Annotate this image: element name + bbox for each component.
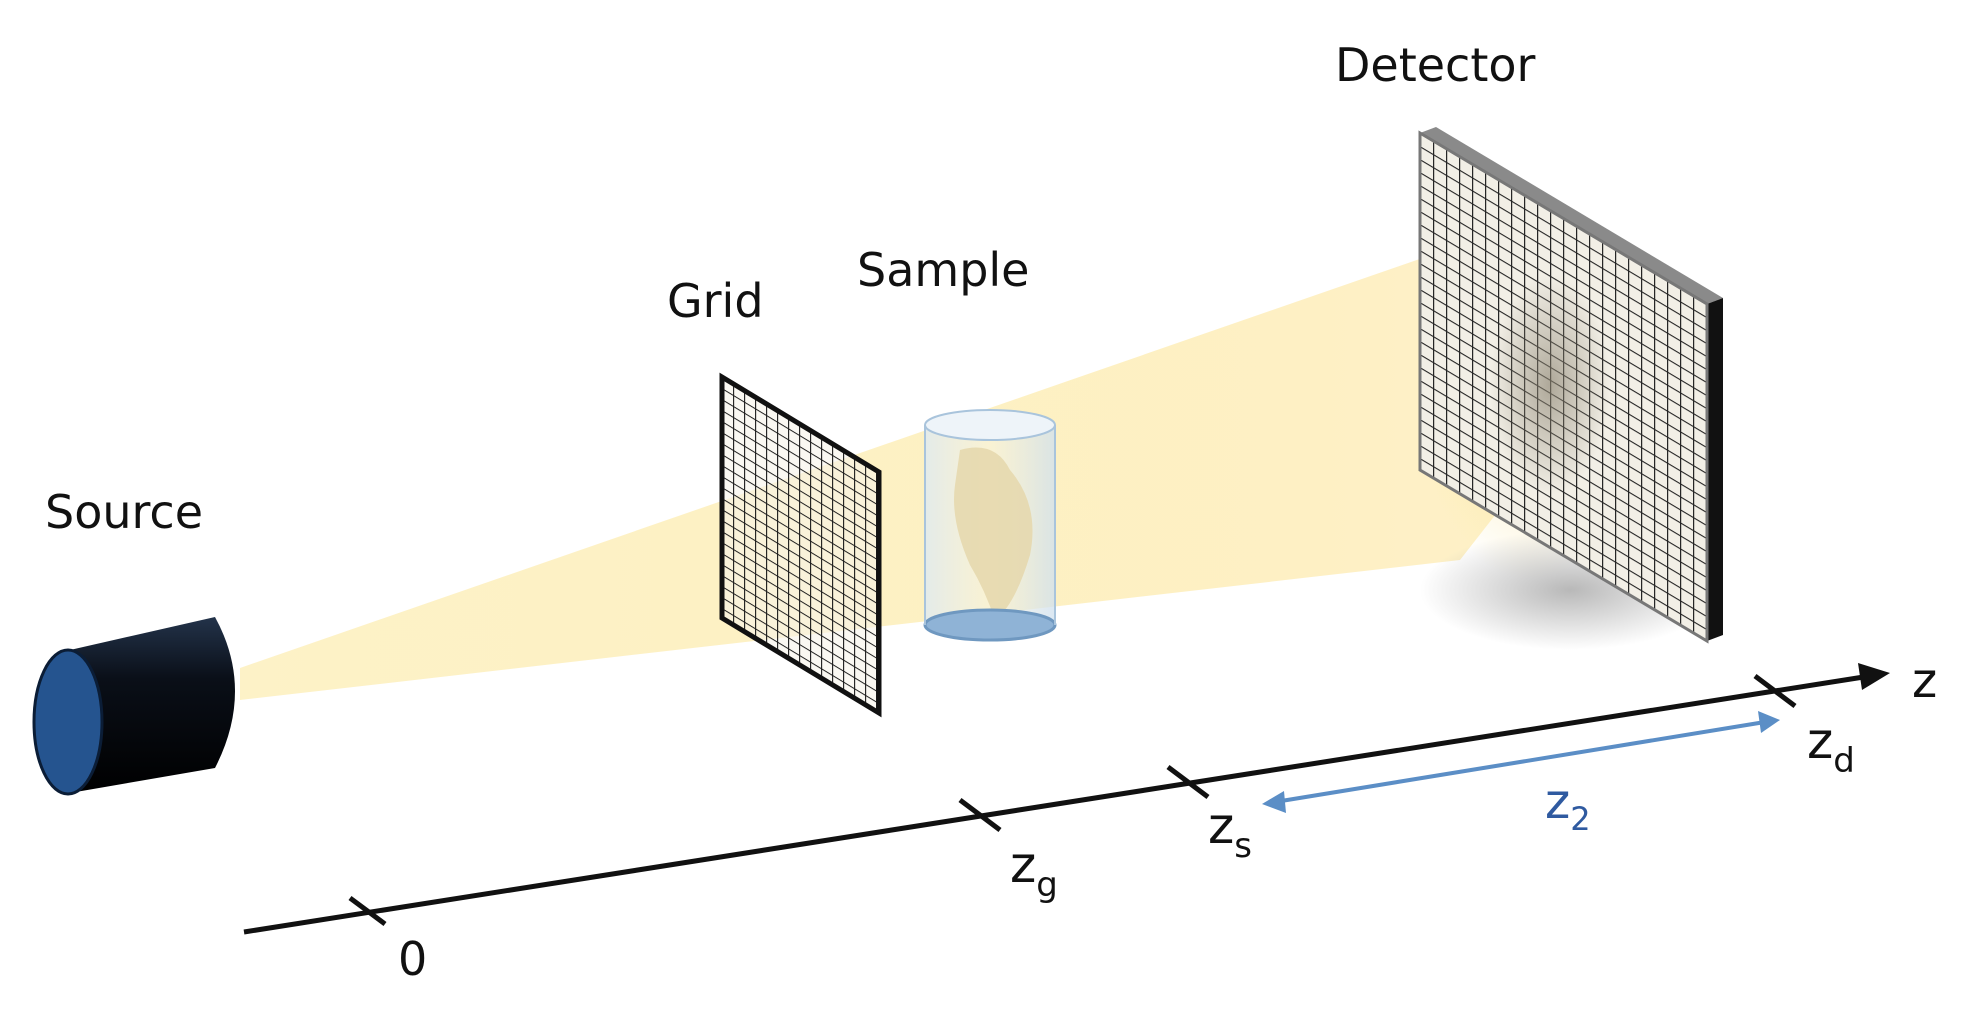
tick-label-origin: 0	[398, 932, 427, 986]
sample-label: Sample	[857, 243, 1029, 297]
tick-grid	[958, 798, 1002, 832]
distance-label: z2	[1545, 774, 1591, 838]
tick-label-grid-sub: g	[1036, 865, 1058, 905]
tick-label-detector: zd	[1807, 712, 1855, 781]
tick-label-sample-sub: s	[1234, 826, 1252, 866]
tick-label-grid: zg	[1010, 836, 1058, 905]
distance-label-sub: 2	[1570, 800, 1590, 838]
tick-label-detector-sub: d	[1833, 741, 1855, 781]
pixel-detector-icon	[1418, 127, 1723, 650]
grid-label: Grid	[667, 274, 764, 328]
source-icon	[32, 617, 235, 796]
z-axis	[243, 663, 1890, 935]
z-axis-label: z	[1912, 653, 1937, 709]
distance-arrow	[1262, 711, 1780, 813]
detector-label: Detector	[1335, 38, 1536, 92]
tick-origin	[348, 895, 387, 927]
tick-label-sample: zs	[1208, 797, 1252, 866]
source-label: Source	[45, 485, 203, 539]
mouse-in-tube-icon	[923, 409, 1057, 642]
tick-sample	[1166, 765, 1210, 799]
z-axis-arrowhead	[1858, 663, 1890, 690]
absorption-grid-icon	[719, 372, 882, 718]
tick-detector	[1753, 674, 1797, 708]
